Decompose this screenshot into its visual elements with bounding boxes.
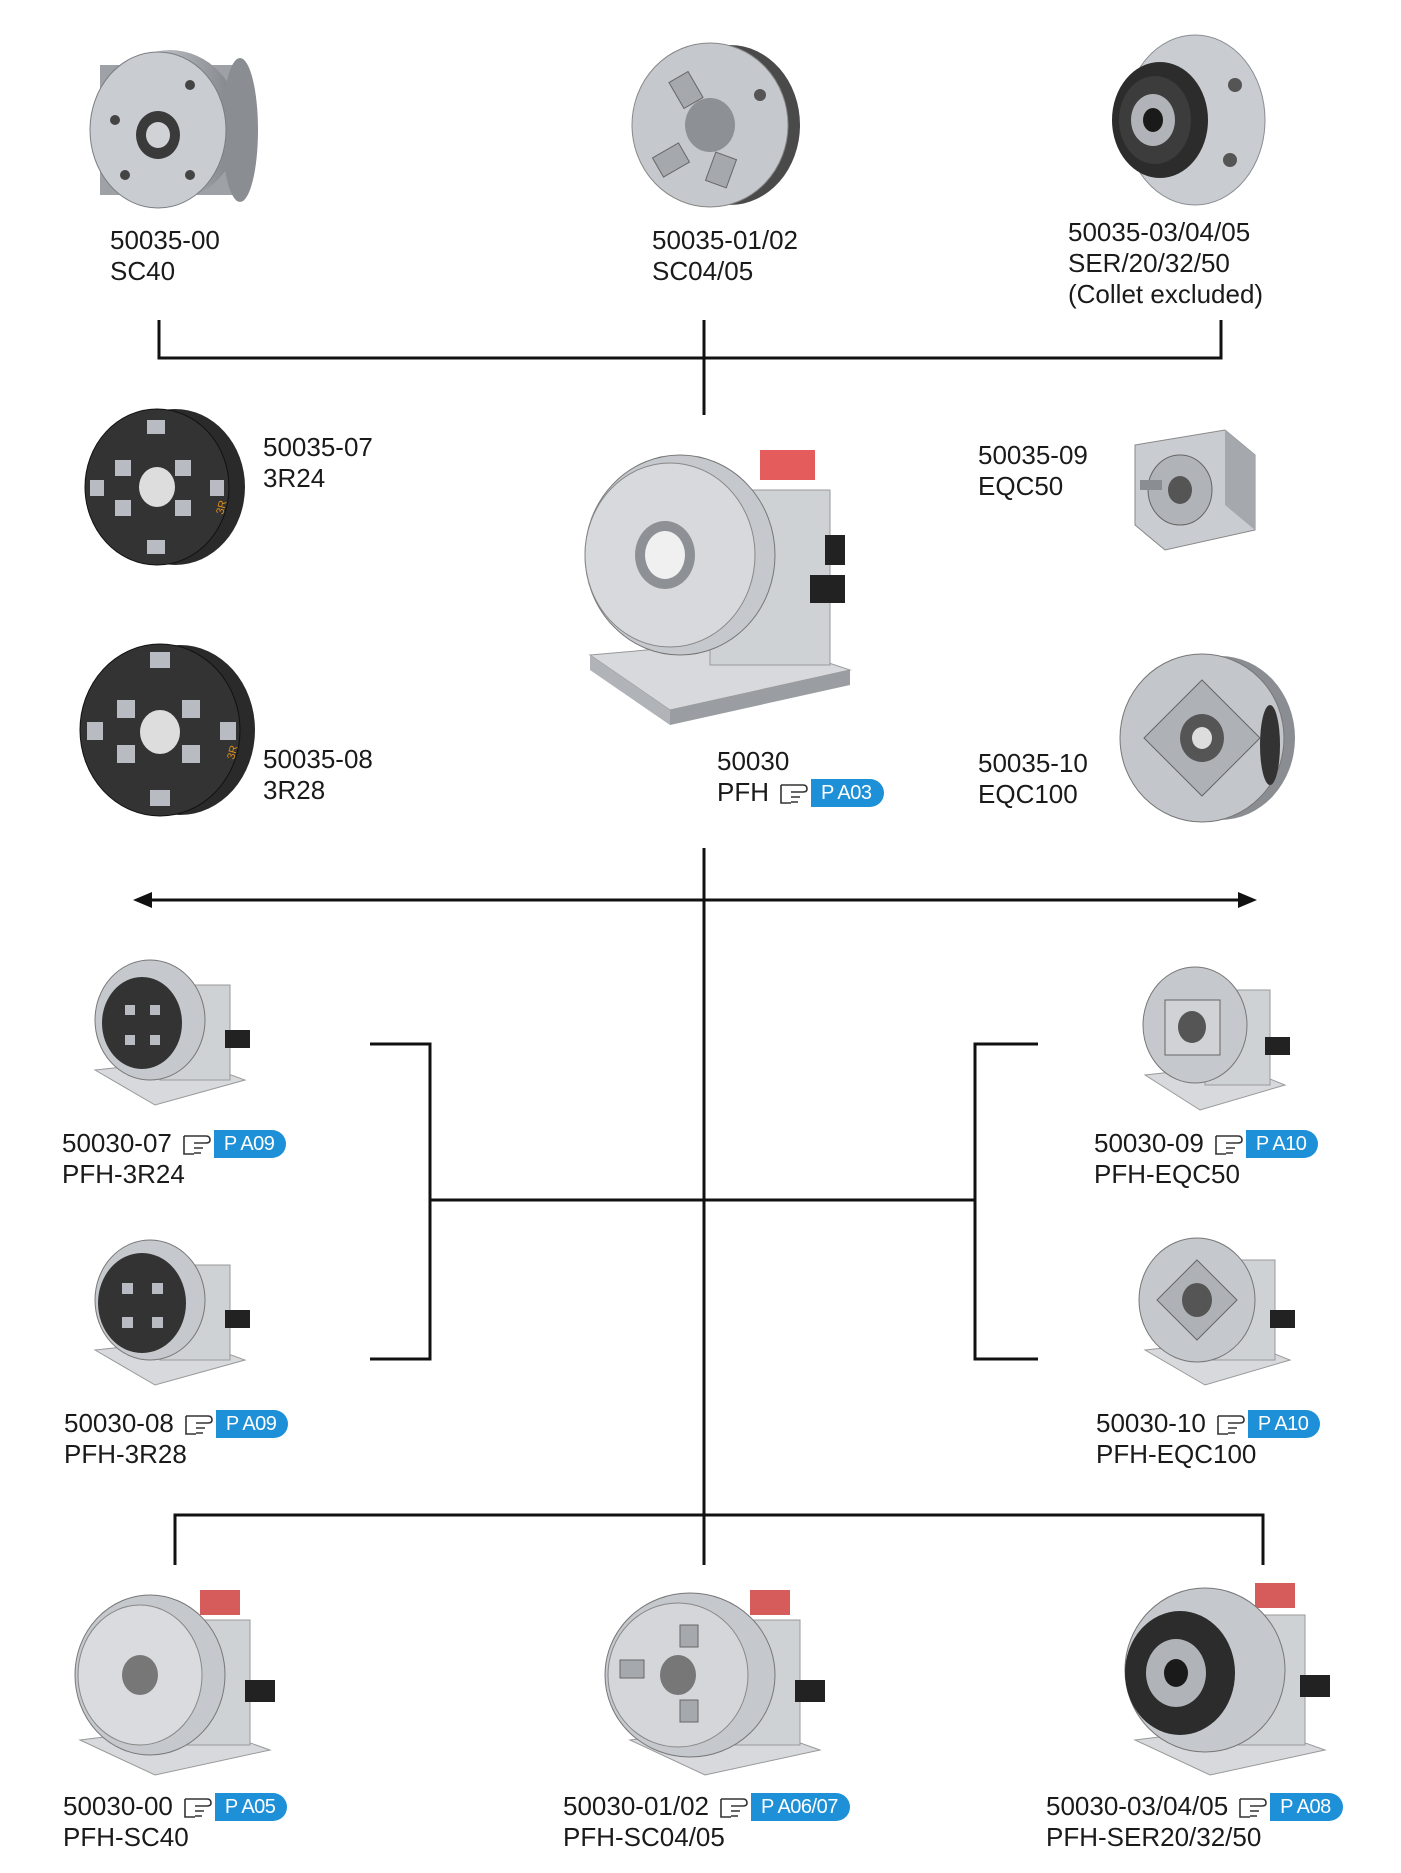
label-sc0405: 50035-01/02 SC04/05	[652, 225, 798, 287]
product-code: 50030-09	[1094, 1128, 1204, 1158]
page-ref-tag: P A09	[213, 1129, 287, 1158]
product-name: PFH-SC40	[63, 1822, 189, 1852]
product-code: 50035-08	[263, 744, 373, 774]
3r24-adapter-image: 3R	[65, 405, 250, 570]
product-code: 50030-08	[64, 1408, 174, 1438]
label-3r28: 50035-08 3R28	[263, 744, 373, 806]
label-3r24: 50035-07 3R24	[263, 432, 373, 494]
label-eqc100: 50035-10 EQC100	[978, 748, 1088, 810]
product-code: 50035-07	[263, 432, 373, 462]
pfh-eqc100-assembly-image	[1125, 1225, 1310, 1395]
page-ref-link[interactable]: P A05	[183, 1792, 288, 1822]
pfh-ser-assembly-image	[1110, 1565, 1340, 1790]
pfh-3r28-assembly-image	[80, 1225, 265, 1395]
pfh-eqc50-assembly-image	[1125, 955, 1300, 1120]
product-name: SC40	[110, 256, 176, 286]
eqc100-adapter-image	[1110, 650, 1300, 825]
label-eqc50: 50035-09 EQC50	[978, 440, 1088, 502]
pfh-3r24-assembly-image	[80, 945, 265, 1115]
product-name: PFH-EQC100	[1096, 1439, 1257, 1469]
pfh-sc0405-assembly-image	[590, 1575, 850, 1790]
pointing-hand-icon	[184, 1797, 212, 1818]
product-code: 50035-00	[110, 225, 220, 255]
product-note: (Collet excluded)	[1068, 279, 1264, 309]
product-code: 50030-03/04/05	[1046, 1791, 1229, 1821]
three-jaw-chuck-image	[615, 25, 810, 215]
page-ref-link[interactable]: P A08	[1238, 1792, 1343, 1822]
page-ref-link[interactable]: P A06/07	[719, 1792, 850, 1822]
page-ref-link[interactable]: P A09	[182, 1129, 287, 1159]
label-ser: 50035-03/04/05 SER/20/32/50 (Collet excl…	[1068, 217, 1263, 310]
label-pfh-sc0405: 50030-01/02 P A06/07 PFH-SC04/05	[563, 1791, 850, 1853]
pointing-hand-icon	[1239, 1797, 1267, 1818]
label-pfh-3r28: 50030-08 P A09 PFH-3R28	[64, 1408, 289, 1470]
product-name: 3R24	[263, 463, 326, 493]
pointing-hand-icon	[720, 1797, 748, 1818]
page-ref-tag: P A09	[215, 1409, 289, 1438]
product-name: EQC100	[978, 779, 1078, 809]
pfh-fixture-image	[560, 440, 860, 730]
page-ref-tag: P A03	[811, 778, 884, 807]
product-name: PFH-SER20/32/50	[1046, 1822, 1262, 1852]
product-code: 50030	[717, 746, 790, 776]
pfh-sc40-assembly-image	[60, 1575, 285, 1790]
page-ref-tag: P A05	[214, 1792, 288, 1821]
product-code: 50035-10	[978, 748, 1088, 778]
page-ref-link[interactable]: P A09	[184, 1409, 289, 1439]
product-name: EQC50	[978, 471, 1064, 501]
product-code: 50035-01/02	[652, 225, 799, 255]
label-pfh-eqc50: 50030-09 P A10 PFH-EQC50	[1094, 1128, 1319, 1190]
product-code: 50030-10	[1096, 1408, 1206, 1438]
pointing-hand-icon	[1215, 1134, 1243, 1155]
product-name: PFH-EQC50	[1094, 1159, 1240, 1189]
product-name: 3R28	[263, 775, 326, 805]
product-name: PFH-3R28	[64, 1439, 187, 1469]
3r28-adapter-image: 3R	[62, 640, 262, 820]
eqc50-adapter-image	[1125, 425, 1265, 555]
product-code: 50030-00	[63, 1791, 173, 1821]
product-name: PFH-3R24	[62, 1159, 185, 1189]
page-ref-tag: P A08	[1270, 1792, 1343, 1821]
product-name: SER/20/32/50	[1068, 248, 1230, 278]
page-ref-tag: P A10	[1247, 1409, 1321, 1438]
svg-text:3R: 3R	[225, 744, 240, 761]
page-ref-link[interactable]: P A10	[1214, 1129, 1319, 1159]
product-code: 50035-09	[978, 440, 1088, 470]
page-ref-tag: P A06/07	[751, 1792, 850, 1821]
label-pfh: 50030 PFH P A03	[717, 746, 884, 808]
page-ref-link[interactable]: P A03	[779, 778, 884, 808]
product-name: PFH-SC04/05	[563, 1822, 725, 1852]
sc40-plate-image	[70, 25, 260, 225]
pointing-hand-icon	[1217, 1414, 1245, 1435]
product-name: PFH	[717, 777, 769, 807]
product-code: 50030-07	[62, 1128, 172, 1158]
label-pfh-ser: 50030-03/04/05 P A08 PFH-SER20/32/50	[1046, 1791, 1343, 1853]
product-code: 50030-01/02	[563, 1791, 710, 1821]
pointing-hand-icon	[183, 1134, 211, 1155]
label-pfh-eqc100: 50030-10 P A10 PFH-EQC100	[1096, 1408, 1321, 1470]
svg-text:3R: 3R	[214, 499, 229, 516]
pointing-hand-icon	[185, 1414, 213, 1435]
product-name: SC04/05	[652, 256, 754, 286]
product-code: 50035-03/04/05	[1068, 217, 1251, 247]
page-ref-tag: P A10	[1245, 1129, 1319, 1158]
label-pfh-sc40: 50030-00 P A05 PFH-SC40	[63, 1791, 288, 1853]
pointing-hand-icon	[780, 783, 808, 804]
page-ref-link[interactable]: P A10	[1216, 1409, 1321, 1439]
collet-chuck-image	[1095, 25, 1270, 210]
label-sc40: 50035-00 SC40	[110, 225, 220, 287]
label-pfh-3r24: 50030-07 P A09 PFH-3R24	[62, 1128, 287, 1190]
